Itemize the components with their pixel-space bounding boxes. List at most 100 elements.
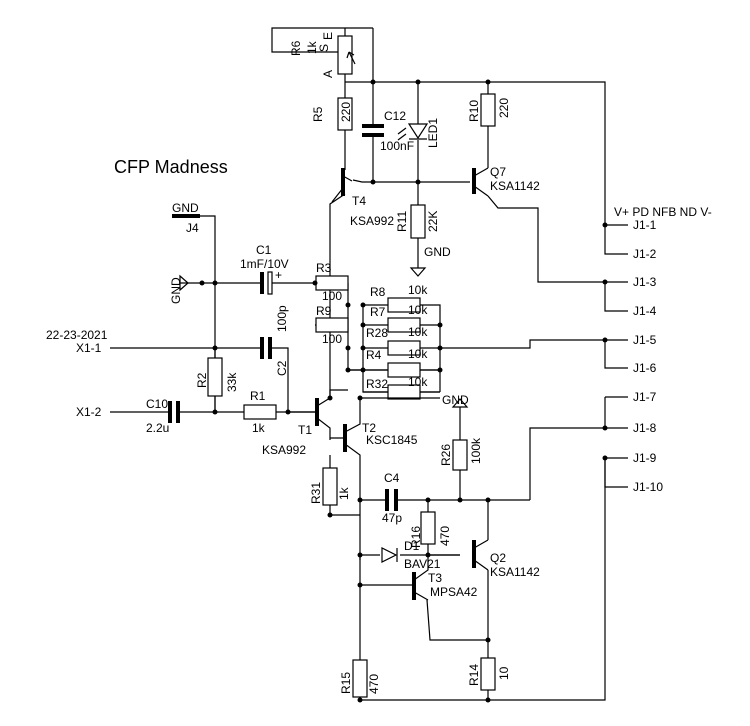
c4-ref: C4 bbox=[384, 471, 400, 485]
r15-body bbox=[352, 659, 368, 698]
r2-ref: R2 bbox=[195, 372, 209, 388]
gnd-symbol-r11 bbox=[409, 267, 427, 277]
r10-ref: R10 bbox=[467, 100, 481, 122]
r9-value: 100 bbox=[322, 332, 342, 346]
c10-value: 2.2u bbox=[146, 421, 169, 435]
j1-pin-5: J1-5 bbox=[633, 333, 657, 347]
c1-plus: + bbox=[275, 268, 282, 282]
connector-header: V+ PD NFB ND V- bbox=[614, 205, 712, 219]
r32-body bbox=[387, 384, 421, 400]
t4-value: KSA992 bbox=[350, 214, 394, 228]
r1-body bbox=[243, 404, 277, 420]
t2-transistor bbox=[330, 397, 440, 560]
t4-transistor bbox=[331, 168, 353, 203]
q2-transistor bbox=[472, 539, 489, 571]
j1-pin-1: J1-1 bbox=[633, 218, 657, 232]
led1-ref: LED1 bbox=[426, 118, 440, 148]
r6-ref: R6 bbox=[289, 40, 303, 56]
r26-value: 100k bbox=[469, 437, 483, 464]
r28-value: 10k bbox=[408, 325, 428, 339]
r3-value: 100 bbox=[322, 289, 342, 303]
r16-body bbox=[420, 511, 436, 545]
c4-cap bbox=[385, 489, 398, 511]
gnd-label-r11: GND bbox=[424, 245, 451, 259]
j1-connector bbox=[604, 224, 628, 488]
c4-value: 47p bbox=[382, 511, 402, 525]
r6-trimmer bbox=[337, 35, 356, 75]
q7-value: KSA1142 bbox=[490, 179, 540, 193]
r10-body bbox=[480, 93, 496, 127]
c12-cap bbox=[362, 124, 384, 137]
r28-body bbox=[387, 317, 421, 333]
c2-ref: C2 bbox=[275, 360, 289, 376]
j1-pin-7: J1-7 bbox=[633, 390, 657, 404]
r15-value: 470 bbox=[367, 674, 381, 694]
t4-ref: T4 bbox=[352, 194, 366, 208]
r31-body bbox=[322, 467, 338, 506]
q7-ref: Q7 bbox=[490, 165, 506, 179]
t1-ref: T1 bbox=[298, 423, 312, 437]
date-label: 22-23-2021 bbox=[46, 328, 108, 342]
c1-cap bbox=[260, 271, 273, 295]
x1-2-label: X1-2 bbox=[76, 405, 102, 419]
r11-ref: R11 bbox=[395, 211, 409, 232]
t3-ref: T3 bbox=[428, 571, 442, 585]
r8-ref: R8 bbox=[370, 285, 386, 299]
r6-pin-s: S bbox=[317, 44, 331, 52]
lower-wiring bbox=[329, 455, 606, 701]
q7-transistor bbox=[472, 167, 489, 197]
q2-value: KSA1142 bbox=[490, 565, 540, 579]
r9-body bbox=[315, 317, 349, 333]
r16-ref: R16 bbox=[409, 526, 423, 548]
r28-ref: R28 bbox=[366, 326, 388, 340]
r26-body bbox=[452, 439, 468, 471]
j1-pin-3: J1-3 bbox=[633, 275, 657, 289]
r31-value: 1k bbox=[337, 486, 351, 500]
r10-value: 220 bbox=[497, 98, 511, 118]
r5-body bbox=[337, 97, 353, 131]
t1-transistor bbox=[315, 397, 331, 440]
c12-value: 100nF bbox=[380, 139, 414, 153]
r8-body bbox=[387, 297, 421, 313]
r6-pin-e: E bbox=[321, 32, 335, 40]
q2-ref: Q2 bbox=[490, 551, 506, 565]
diagram-title: CFP Madness bbox=[114, 157, 228, 177]
led1-diode bbox=[397, 123, 429, 141]
t2-value: KSC1845 bbox=[366, 433, 418, 447]
r16-value: 470 bbox=[438, 526, 452, 546]
t3-transistor bbox=[412, 555, 429, 601]
c2-value: 100p bbox=[275, 305, 289, 332]
r4-body bbox=[387, 340, 421, 356]
c10-ref: C10 bbox=[146, 397, 168, 411]
j1-pin-6: J1-6 bbox=[633, 361, 657, 375]
r32-ref: R32 bbox=[366, 377, 388, 391]
c1-value: 1mF/10V bbox=[240, 257, 289, 271]
r5-value: 220 bbox=[339, 102, 353, 122]
r26-ref: R26 bbox=[439, 444, 453, 466]
t3-value: MPSA42 bbox=[430, 585, 478, 599]
c10-cap bbox=[168, 401, 180, 423]
top-rail bbox=[271, 27, 606, 283]
r2-value: 33k bbox=[225, 372, 239, 392]
c12-ref: C12 bbox=[384, 109, 406, 123]
r15-ref: R15 bbox=[339, 672, 353, 694]
r8-value: 10k bbox=[408, 283, 428, 297]
junction-dots bbox=[199, 79, 608, 703]
j1-pin-10: J1-10 bbox=[633, 480, 663, 494]
j4-gnd-label: GND bbox=[172, 201, 199, 215]
t1-emitter-wire bbox=[329, 389, 348, 398]
d1-ref: D1 bbox=[404, 539, 420, 553]
r2-body bbox=[207, 357, 223, 397]
r14-ref: R14 bbox=[467, 664, 481, 686]
j1-pin-9: J1-9 bbox=[633, 451, 657, 465]
r14-body bbox=[480, 657, 496, 691]
r6-pin-a: A bbox=[321, 70, 335, 78]
gnd-symbol-input bbox=[179, 274, 189, 292]
r7-ref: R7 bbox=[370, 305, 386, 319]
r4-value: 10k bbox=[408, 347, 428, 361]
r11-value: 22K bbox=[426, 211, 440, 232]
j1-pin-8: J1-8 bbox=[633, 421, 657, 435]
r9-ref: R9 bbox=[316, 304, 332, 318]
r6-value: 1k bbox=[305, 40, 319, 54]
